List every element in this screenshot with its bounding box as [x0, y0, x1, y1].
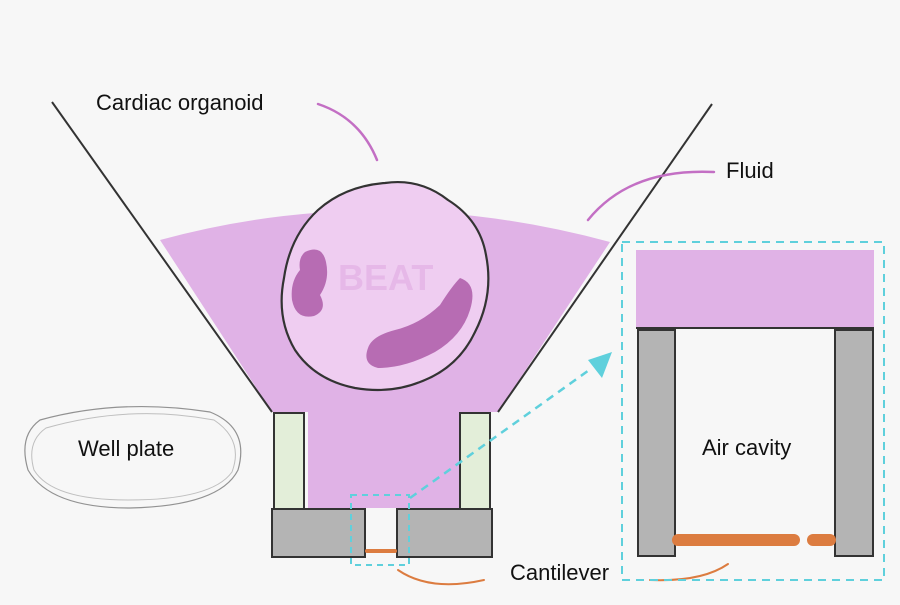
beat-label: BEAT: [338, 257, 433, 298]
funnel-left-wall: [51, 101, 273, 413]
left-base-block: [271, 508, 366, 558]
organoid-spot-left: [291, 249, 328, 317]
zoom-source-box: [350, 494, 410, 566]
zoom-arrow-line: [409, 366, 593, 500]
right-base-block: [396, 508, 493, 558]
fluid-leader-line: [586, 170, 716, 222]
well-plate-label: Well plate: [78, 436, 174, 461]
cantilever-leader-left: [397, 569, 485, 586]
cantilever-leader-right: [649, 563, 729, 582]
inset-right-wall: [834, 329, 874, 557]
inset-left-wall: [637, 329, 676, 557]
inset-callout-box: [621, 241, 885, 581]
right-side-wall: [459, 412, 491, 510]
cardiac-organoid-label: Cardiac organoid: [96, 90, 264, 115]
left-side-wall: [273, 412, 305, 510]
cantilever-label: Cantilever: [510, 560, 609, 585]
well-plate-outline: [24, 405, 242, 509]
funnel-right-wall: [497, 103, 713, 413]
organoid-spot-right: [366, 278, 473, 368]
well-plate-outline-2: [31, 413, 236, 501]
fluid-label: Fluid: [726, 158, 774, 183]
inset-fluid: [636, 250, 874, 328]
organoid-leader-line: [316, 102, 379, 162]
zoom-arrow-head: [588, 352, 612, 378]
air-cavity-label: Air cavity: [702, 435, 791, 460]
